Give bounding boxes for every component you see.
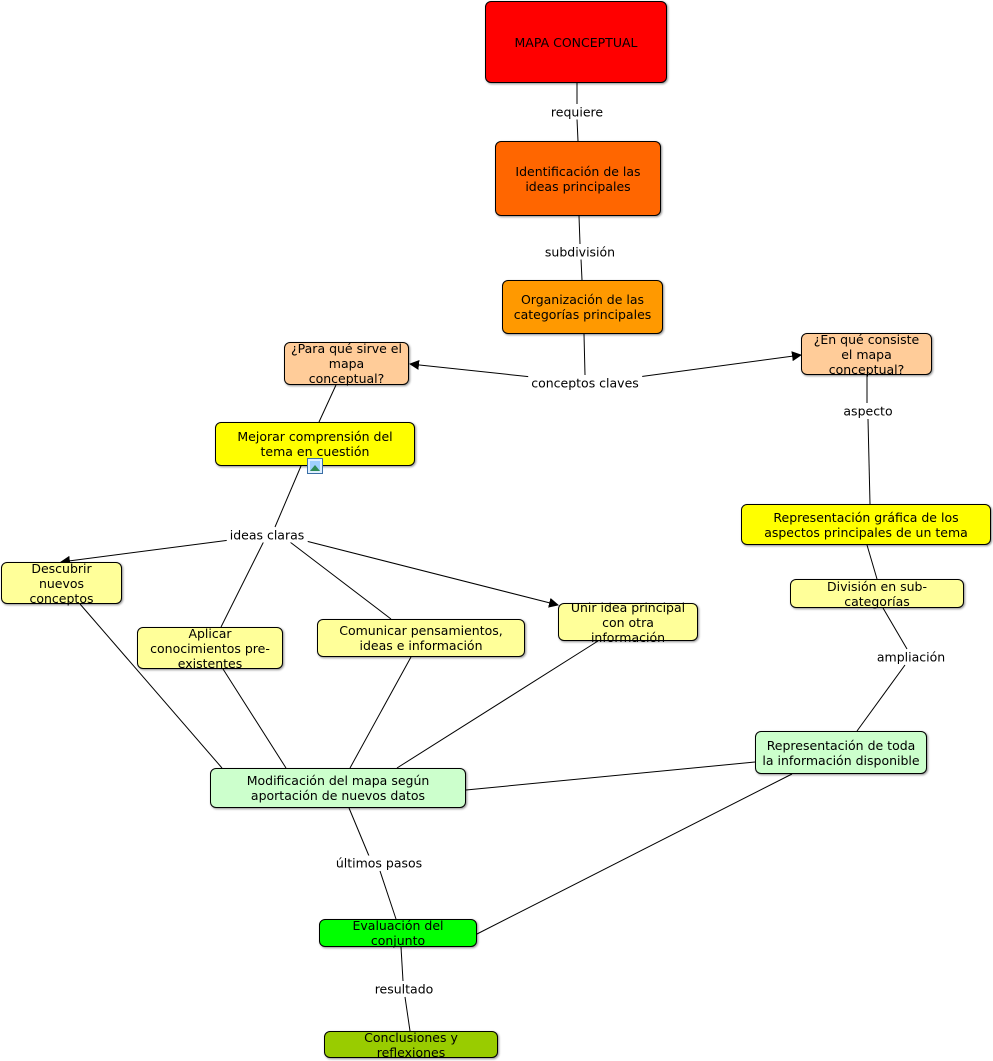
edge-modif-ultimos [348, 807, 370, 857]
edge-ideas-aplicar [220, 540, 265, 628]
edge-division-ampliacion [882, 607, 908, 650]
edge-organ-conceptos [583, 333, 586, 376]
edge-requiere-ident [576, 118, 579, 142]
concept-label: Aplicar conocimientos pre-existentes [150, 625, 270, 671]
edge-conceptos-para [409, 359, 533, 378]
concept-label: Modificación del mapa según aportación d… [246, 773, 430, 803]
concept-label: Organización de las categorías principal… [513, 292, 652, 322]
concept-label: ¿En qué consiste el mapa conceptual? [813, 331, 920, 377]
edge-ident-subdivision [578, 215, 581, 245]
concept-label: MAPA CONCEPTUAL [514, 34, 638, 50]
concept-representacion-toda[interactable]: Representación de toda la información di… [755, 731, 927, 774]
edge-reprtoda-eval [474, 773, 793, 936]
edge-eval-resultado [400, 946, 404, 982]
link-label-requiere: requiere [547, 104, 607, 120]
concept-conclusiones-reflexiones[interactable]: Conclusiones y reflexiones [324, 1029, 498, 1060]
concept-label: Representación de toda la información di… [762, 737, 920, 768]
edge-para-mejorar [318, 384, 337, 423]
edge-ideas-unir [301, 539, 559, 608]
concept-label: Unir idea principal con otra información [570, 599, 686, 645]
concept-organizacion-categorias[interactable]: Organización de las categorías principal… [502, 280, 663, 334]
edge-reprtoda-modif [465, 761, 756, 791]
concept-unir-idea[interactable]: Unir idea principal con otra información [558, 600, 698, 645]
edge-ampliacion-reprtoda [856, 664, 906, 732]
link-label-subdivision: subdivisión [541, 244, 619, 260]
link-label-ultimos-pasos: últimos pasos [332, 855, 426, 871]
concept-division-subcategorias[interactable]: División en sub-categorías [790, 578, 964, 609]
edge-ultimos-eval [379, 870, 397, 920]
link-label-ideas-claras: ideas claras [226, 527, 308, 543]
concept-identificacion-ideas[interactable]: Identificación de las ideas principales [495, 141, 661, 216]
link-label-aspecto: aspecto [840, 403, 896, 419]
edge-mejorar-ideas [274, 465, 302, 528]
concept-label: Comunicar pensamientos, ideas e informac… [339, 623, 503, 653]
concept-label: Descubrir nuevos conceptos [29, 560, 94, 606]
link-label-resultado: resultado [371, 981, 437, 997]
edge-repr-division [866, 544, 878, 580]
edge-aplicar-modif [222, 668, 287, 769]
concept-evaluacion-conjunto[interactable]: Evaluación del conjunto [319, 918, 477, 948]
concept-label: ¿Para qué sirve el mapa conceptual? [291, 341, 402, 386]
concept-representacion-grafica[interactable]: Representación gráfica de los aspectos p… [741, 504, 991, 545]
link-label-ampliacion: ampliación [873, 649, 949, 665]
concept-label: Mejorar comprensión del tema en cuestión [237, 429, 393, 459]
edge-ideas-comunicar [289, 541, 392, 620]
concept-para-que-sirve[interactable]: ¿Para qué sirve el mapa conceptual? [284, 341, 409, 386]
link-label-conceptos-claves: conceptos claves [528, 375, 642, 391]
image-resource-icon[interactable] [307, 458, 323, 474]
concept-modificacion-mapa[interactable]: Modificación del mapa según aportación d… [210, 768, 466, 808]
edge-aspecto-repr [867, 418, 871, 505]
edge-conceptos-consiste [637, 351, 802, 378]
concept-aplicar-conocimientos[interactable]: Aplicar conocimientos pre-existentes [137, 625, 283, 671]
concept-label: Evaluación del conjunto [352, 918, 444, 948]
concept-label: Representación gráfica de los aspectos p… [764, 509, 968, 540]
edge-descubrir-modif [79, 603, 223, 769]
edge-comunicar-modif [349, 656, 412, 769]
concept-comunicar-pensamientos[interactable]: Comunicar pensamientos, ideas e informac… [317, 619, 525, 657]
concept-descubrir-conceptos[interactable]: Descubrir nuevos conceptos [1, 560, 122, 606]
edge-subdivision-organ [580, 258, 583, 281]
concept-mapa-conceptual[interactable]: MAPA CONCEPTUAL [485, 1, 667, 83]
concept-mejorar-comprension[interactable]: Mejorar comprensión del tema en cuestión [215, 422, 415, 466]
edge-unir-modif [396, 640, 599, 769]
concept-label: División en sub-categorías [827, 578, 927, 609]
concept-en-que-consiste[interactable]: ¿En qué consiste el mapa conceptual? [801, 331, 932, 377]
edge-resultado-concl [404, 996, 411, 1032]
concept-label: Identificación de las ideas principales [515, 163, 641, 194]
concept-label: Conclusiones y reflexiones [364, 1029, 458, 1060]
edge-ideas-descubrir [60, 539, 231, 566]
